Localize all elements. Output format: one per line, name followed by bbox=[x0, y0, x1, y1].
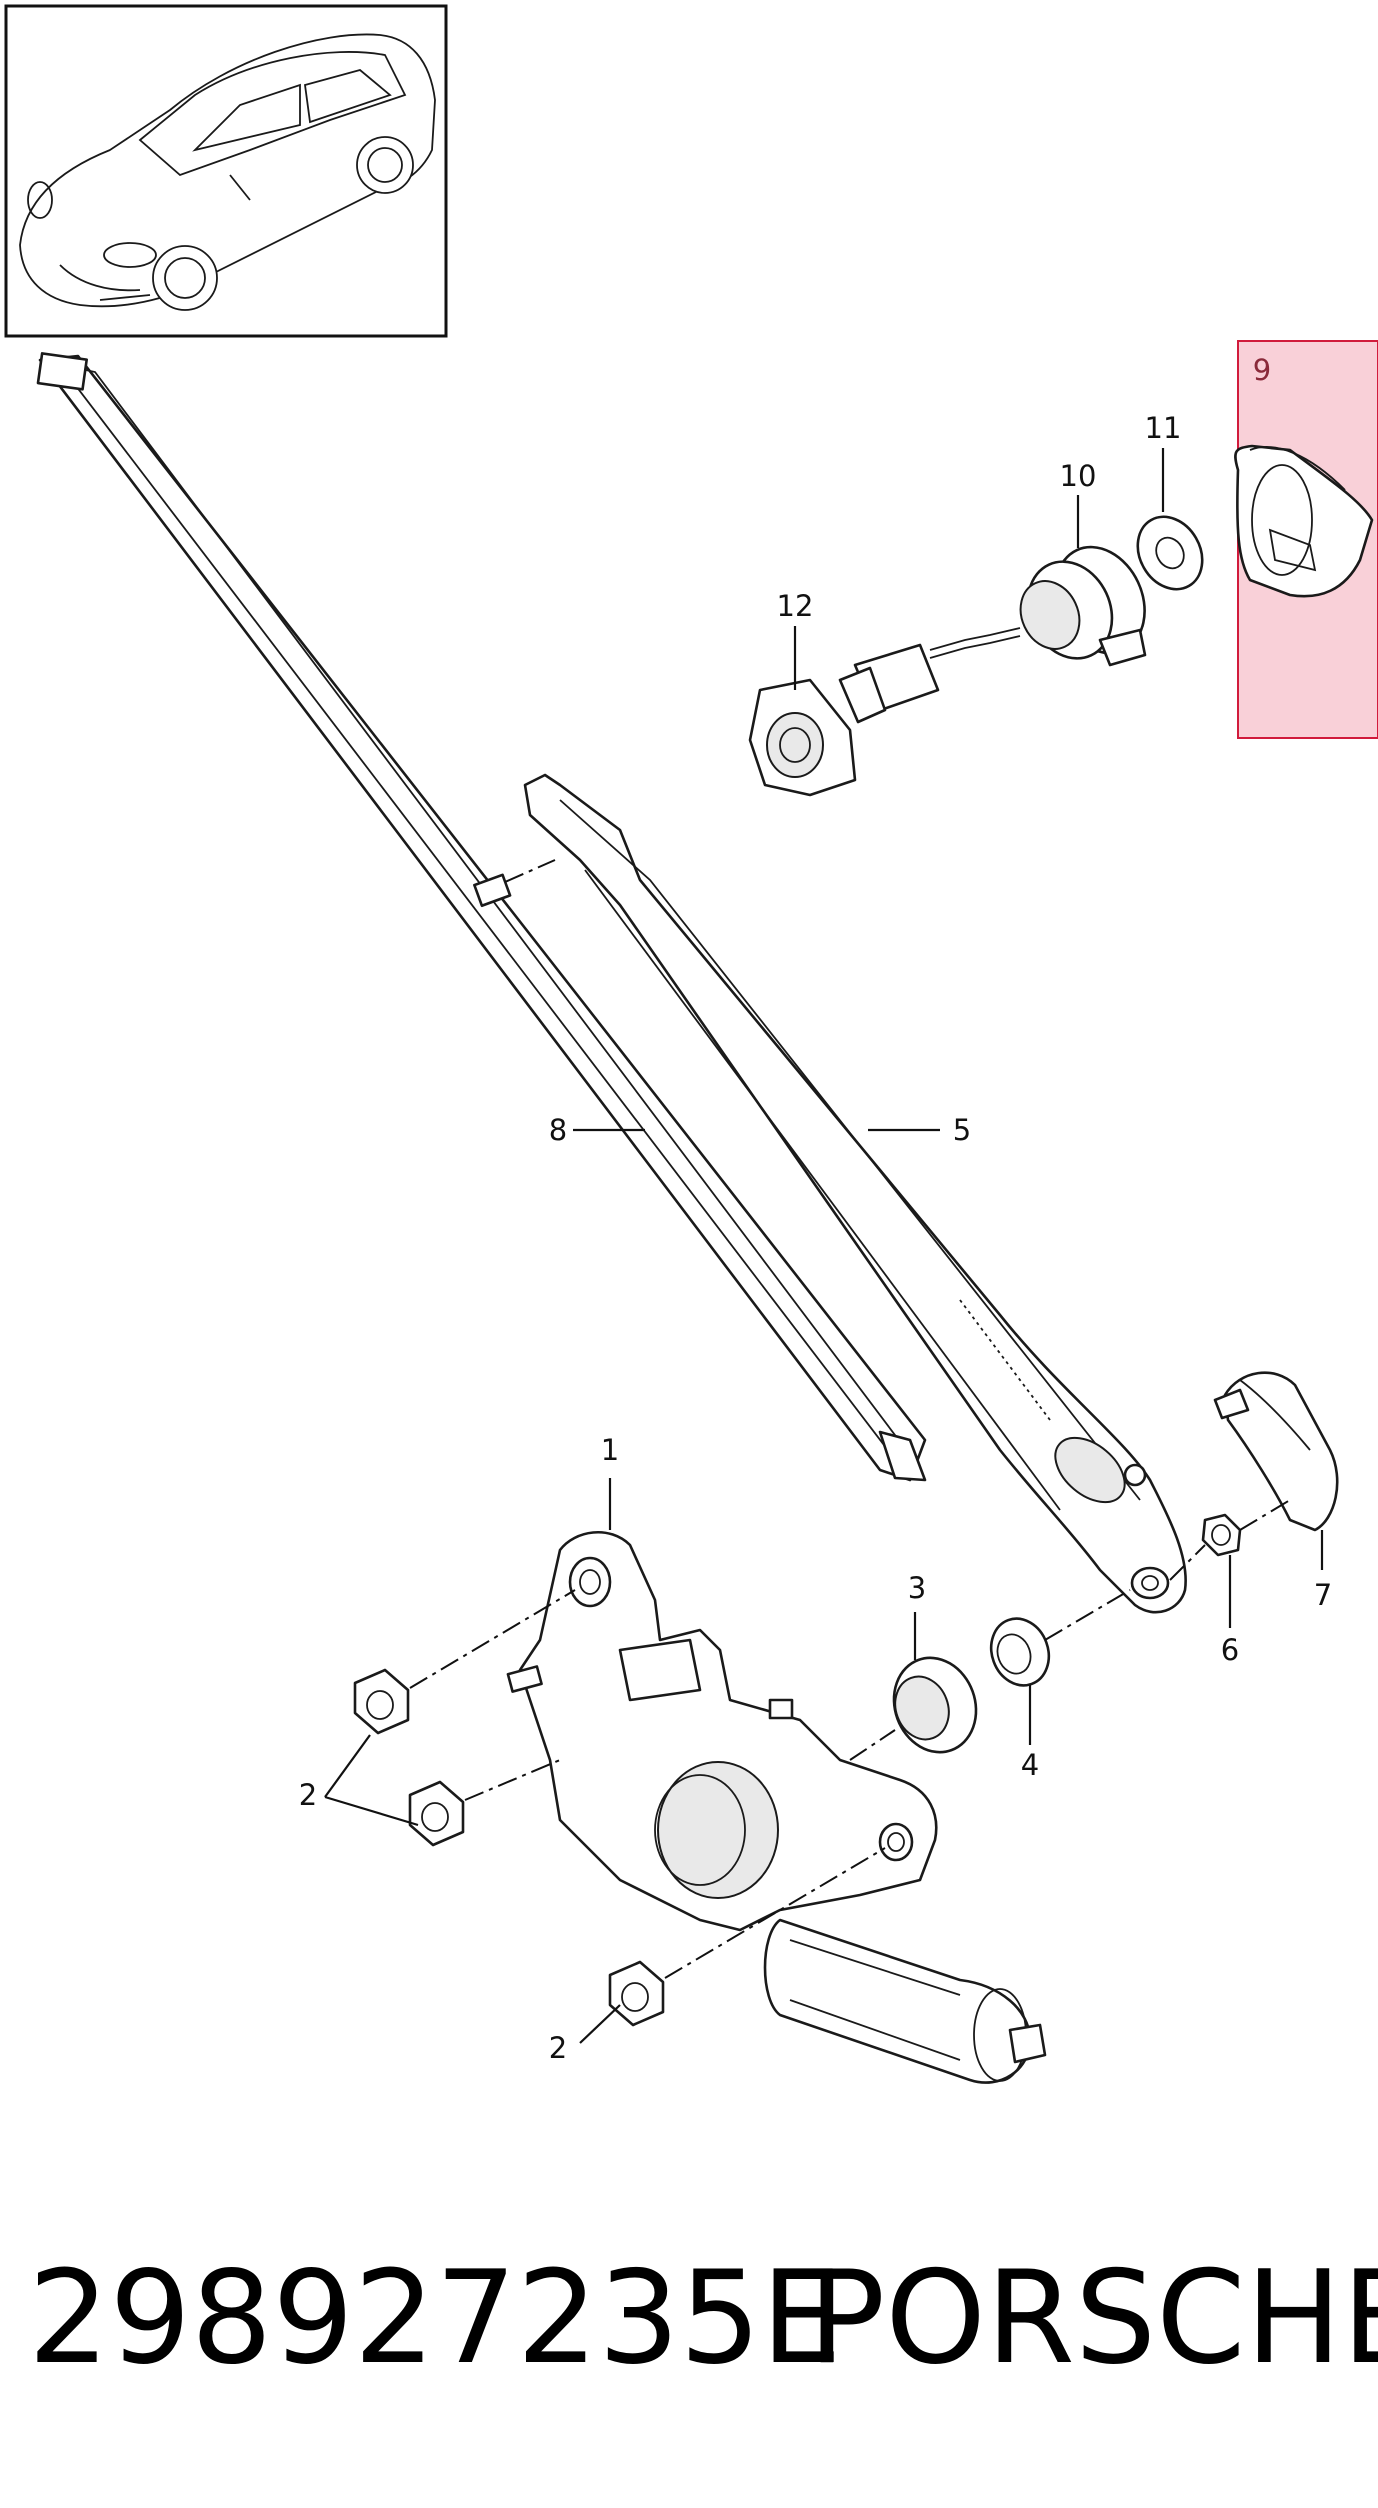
callout-3: 3 bbox=[908, 1571, 926, 1605]
nut-part-2b bbox=[408, 1780, 465, 1847]
assembly-line bbox=[464, 1759, 561, 1801]
callout-labels: 1 2 2 3 4 5 6 7 8 9 10 11 12 bbox=[299, 353, 1332, 2065]
assembly-line bbox=[1239, 1499, 1291, 1531]
footer: 298927235E PORSCHE bbox=[28, 2244, 1378, 2393]
assembly-line bbox=[849, 1729, 896, 1761]
callout-6: 6 bbox=[1221, 1633, 1239, 1667]
callout-7: 7 bbox=[1314, 1578, 1332, 1612]
cap-part-9 bbox=[1234, 444, 1374, 598]
wiper-arm-part-5 bbox=[523, 773, 1187, 1614]
callout-8: 8 bbox=[549, 1113, 567, 1147]
leader-lines bbox=[324, 448, 1324, 2044]
callout-12: 12 bbox=[777, 589, 814, 623]
callout-2a: 2 bbox=[299, 1778, 317, 1812]
grommet-part-10 bbox=[1019, 545, 1147, 667]
wiper-blade-part-8 bbox=[36, 352, 927, 1482]
assembly-line bbox=[1169, 1544, 1206, 1581]
brand-name: PORSCHE bbox=[808, 2244, 1378, 2393]
grommet-part-4 bbox=[989, 1617, 1051, 1687]
part-number: 298927235E bbox=[28, 2244, 842, 2393]
nut-part-6 bbox=[1201, 1513, 1242, 1557]
nut-part-12 bbox=[748, 678, 857, 797]
nut-part-2c bbox=[608, 1960, 665, 2027]
assembly-line bbox=[664, 1847, 886, 1979]
assembly-line bbox=[409, 1589, 576, 1689]
callout-10: 10 bbox=[1060, 459, 1097, 493]
cap-part-7 bbox=[1213, 1371, 1339, 1532]
vehicle-thumbnail bbox=[4, 4, 448, 338]
highlight-part-9 bbox=[1234, 340, 1378, 739]
cable-connector bbox=[838, 627, 1021, 724]
assembly-line bbox=[504, 859, 556, 883]
grommet-part-3 bbox=[892, 1656, 978, 1754]
callout-1: 1 bbox=[601, 1433, 619, 1467]
callout-2b: 2 bbox=[549, 2031, 567, 2065]
car-icon bbox=[19, 33, 436, 311]
nut-part-2a bbox=[353, 1668, 410, 1735]
callout-11: 11 bbox=[1145, 411, 1182, 445]
motor-part-1 bbox=[506, 1531, 1047, 2084]
callout-9: 9 bbox=[1253, 353, 1271, 387]
callout-4: 4 bbox=[1021, 1748, 1039, 1782]
washer-part-11 bbox=[1136, 515, 1204, 591]
assembly-line bbox=[1044, 1589, 1131, 1641]
callout-5: 5 bbox=[953, 1113, 971, 1147]
